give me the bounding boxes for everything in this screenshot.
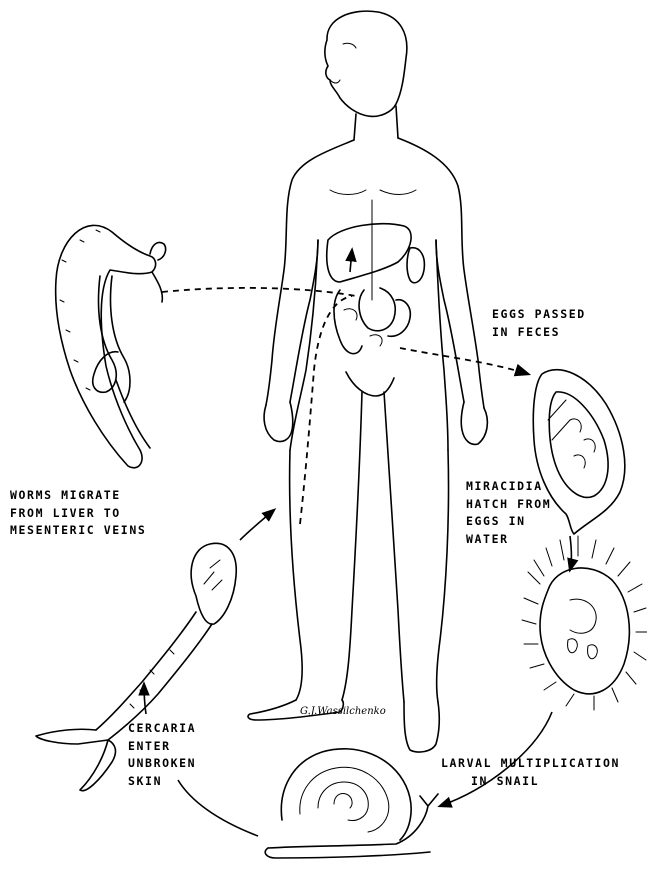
adult-worms-illustration [56,225,166,467]
human-figure [248,11,487,752]
artist-signature: G.J.Wassilchenko [300,706,386,717]
miracidium-illustration [522,536,647,710]
label-larval-multiplication: LARVAL MULTIPLICATION IN SNAIL [441,755,620,790]
label-eggs-passed: EGGS PASSED IN FECES [492,306,586,341]
snail-illustration [265,749,438,858]
organs-illustration [327,224,425,354]
label-miracidia-hatch: MIRACIDIA HATCH FROM EGGS IN WATER [466,478,551,548]
cycle-arrows [144,288,572,836]
label-worms-migrate: WORMS MIGRATE FROM LIVER TO MESENTERIC V… [10,487,146,540]
label-cercaria-enter: CERCARIA ENTER UNBROKEN SKIN [128,720,196,790]
